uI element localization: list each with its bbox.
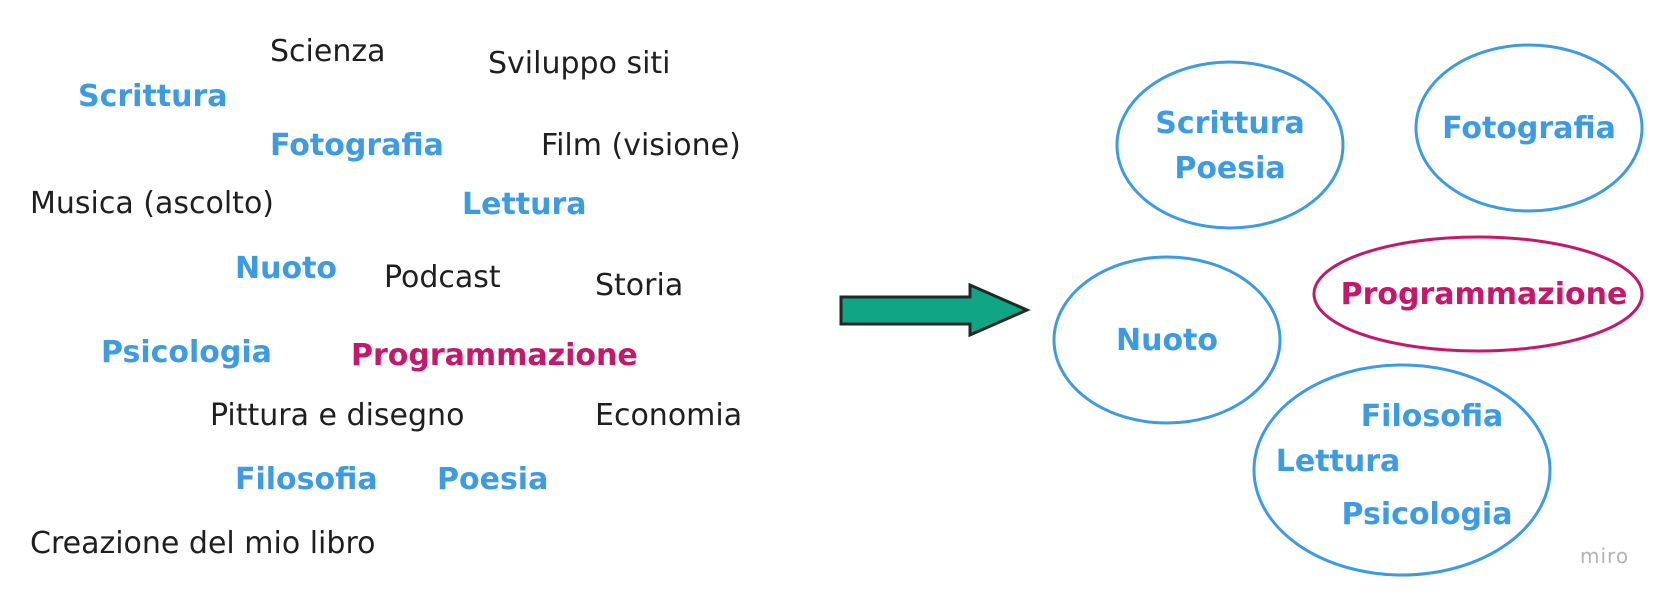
word-lettura: Lettura bbox=[462, 187, 587, 222]
word-economia: Economia bbox=[595, 398, 743, 433]
cluster-coding-ellipse bbox=[1312, 235, 1644, 353]
word-creazione: Creazione del mio libro bbox=[30, 526, 376, 561]
cluster-writing-line1: Scrittura bbox=[1155, 106, 1305, 141]
cluster-writing-ellipse bbox=[1115, 60, 1345, 230]
right-arrow bbox=[839, 282, 1031, 338]
cluster-photo-ellipse bbox=[1414, 43, 1644, 213]
cluster-humanities-line2: Lettura bbox=[1275, 444, 1401, 479]
word-scrittura: Scrittura bbox=[78, 79, 228, 114]
word-psicologia: Psicologia bbox=[101, 335, 272, 370]
word-scienza: Scienza bbox=[270, 34, 386, 69]
word-storia: Storia bbox=[595, 268, 684, 303]
cluster-photo-label: Fotografia bbox=[1442, 111, 1616, 146]
word-fotografia: Fotografia bbox=[270, 128, 444, 163]
cluster-swim-ellipse bbox=[1052, 255, 1282, 425]
cluster-humanities-ellipse bbox=[1252, 363, 1552, 577]
word-musica: Musica (ascolto) bbox=[30, 186, 274, 221]
word-podcast: Podcast bbox=[384, 260, 501, 295]
word-sviluppo-siti: Sviluppo siti bbox=[488, 46, 671, 81]
cluster-humanities-line1: Filosofia bbox=[1360, 399, 1504, 434]
cluster-humanities-line3: Psicologia bbox=[1341, 497, 1513, 532]
word-programmazione: Programmazione bbox=[351, 338, 638, 373]
word-filosofia: Filosofia bbox=[235, 462, 378, 497]
word-poesia: Poesia bbox=[437, 462, 549, 497]
cluster-writing-line2: Poesia bbox=[1174, 151, 1286, 186]
word-pittura: Pittura e disegno bbox=[210, 398, 465, 433]
cluster-swim-label: Nuoto bbox=[1115, 323, 1219, 358]
miro-watermark: miro bbox=[1580, 544, 1630, 568]
cluster-coding-label: Programmazione bbox=[1340, 277, 1628, 312]
word-film: Film (visione) bbox=[541, 128, 741, 163]
word-nuoto: Nuoto bbox=[235, 251, 338, 286]
